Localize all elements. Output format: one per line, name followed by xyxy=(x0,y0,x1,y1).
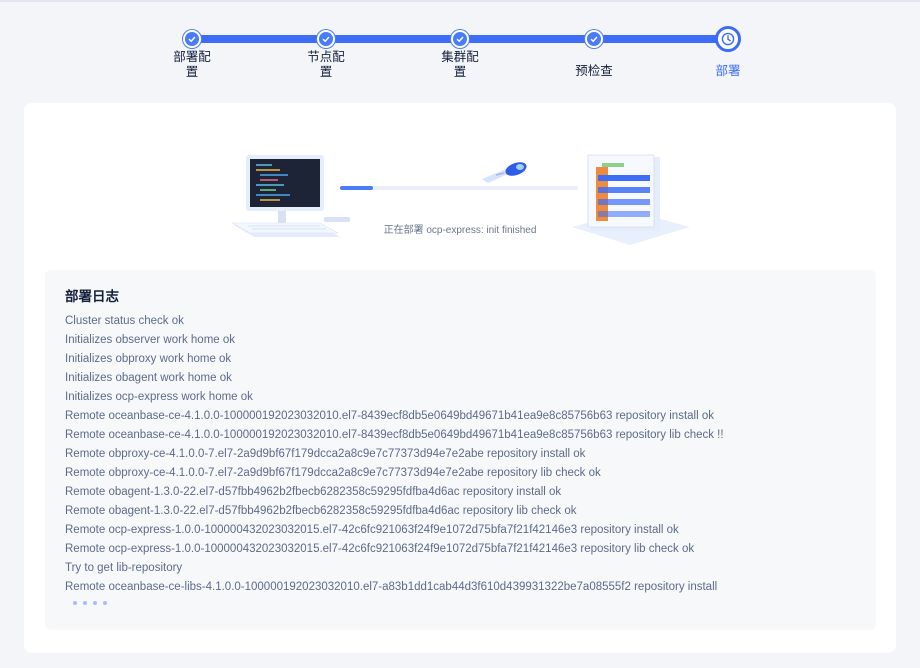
step-2-check-icon xyxy=(317,30,335,48)
log-line: Initializes obagent work home ok xyxy=(65,372,232,384)
log-line: Remote oceanbase-ce-libs-4.1.0.0-1000001… xyxy=(65,581,718,593)
step-3-label: 集群配置 xyxy=(441,50,479,79)
deploy-log-lines: Cluster status check ok Initializes obse… xyxy=(65,312,865,597)
log-line: Remote oceanbase-ce-4.1.0.0-100000192023… xyxy=(65,410,714,422)
deploy-illustration xyxy=(230,154,690,245)
deployment-steps: 部署配置 节点配置 集群配置 预检查 部署 xyxy=(0,0,920,100)
step-2-label: 节点配置 xyxy=(307,50,345,79)
log-line: Remote obagent-1.3.0-22.el7-d57fbb4962b2… xyxy=(65,505,577,517)
computer-icon xyxy=(230,155,350,237)
log-line: Remote oceanbase-ce-4.1.0.0-100000192023… xyxy=(65,429,724,441)
step-4-label: 预检查 xyxy=(575,64,613,78)
log-line: Cluster status check ok xyxy=(65,315,184,327)
deploy-log-title: 部署日志 xyxy=(65,289,119,304)
step-4-check-icon xyxy=(585,30,603,48)
log-line: Remote obproxy-ce-4.1.0.0-7.el7-2a9d9bf6… xyxy=(65,448,586,460)
log-line: Remote ocp-express-1.0.0-100000432023032… xyxy=(65,524,679,536)
log-line: Try to get lib-repository xyxy=(65,562,183,574)
step-5-label: 部署 xyxy=(715,64,741,78)
rocket-icon xyxy=(482,162,527,183)
top-border xyxy=(0,0,920,2)
step-3-check-icon xyxy=(451,30,469,48)
deploy-log-panel: 部署日志 Cluster status check ok Initializes… xyxy=(45,270,876,630)
log-line: Remote obproxy-ce-4.1.0.0-7.el7-2a9d9bf6… xyxy=(65,467,601,479)
log-line: Initializes observer work home ok xyxy=(65,334,236,346)
deploy-status-text: 正在部署 ocp-express: init finished xyxy=(383,225,537,236)
step-1-check-icon xyxy=(183,30,201,48)
step-1-label: 部署配置 xyxy=(173,50,211,79)
log-line: Initializes ocp-express work home ok xyxy=(65,391,253,403)
deploy-progress-track xyxy=(340,186,578,190)
server-stack-icon xyxy=(572,154,690,245)
loading-dots-icon xyxy=(73,601,107,605)
log-line: Remote obagent-1.3.0-22.el7-d57fbb4962b2… xyxy=(65,486,562,498)
log-line: Initializes obproxy work home ok xyxy=(65,353,232,365)
deploy-progress-fill xyxy=(340,186,373,190)
step-5-clock-icon xyxy=(715,26,741,52)
log-line: Remote ocp-express-1.0.0-100000432023032… xyxy=(65,543,695,555)
